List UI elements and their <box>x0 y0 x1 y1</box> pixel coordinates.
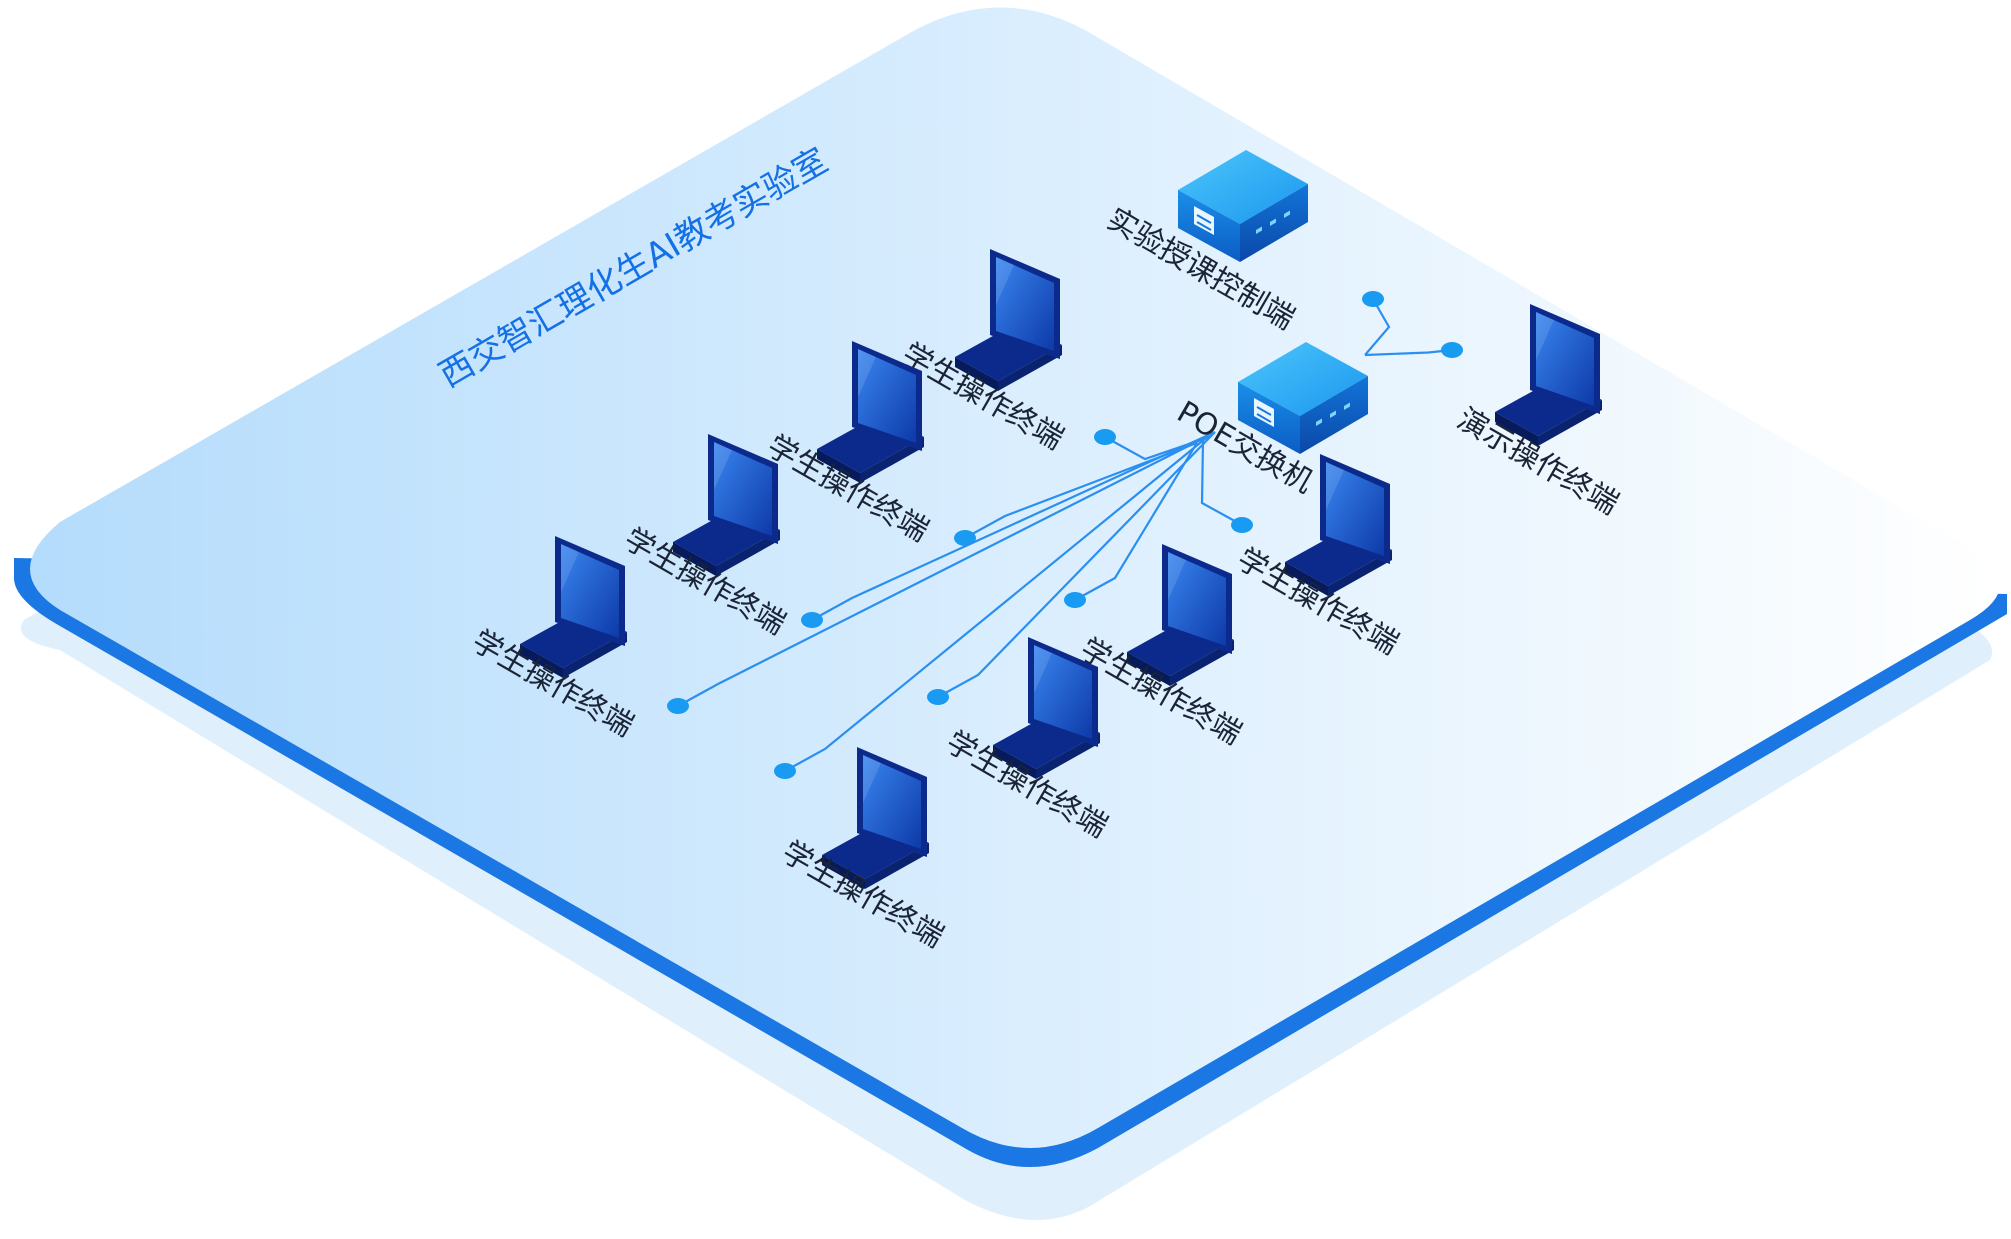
network-links <box>667 291 1463 779</box>
network-link <box>964 441 1198 539</box>
laptop-icon <box>955 249 1062 391</box>
network-link <box>1364 298 1391 356</box>
laptop-icon <box>673 434 780 576</box>
link-endpoint-dot <box>1064 592 1086 608</box>
link-endpoint-dot <box>801 612 823 628</box>
laptop-icon <box>520 536 627 678</box>
network-link <box>937 431 1216 698</box>
laptop-icon <box>1127 544 1234 686</box>
platform-surface <box>30 7 2000 1148</box>
link-endpoint-dot <box>667 698 689 714</box>
link-endpoint-dot <box>1362 291 1384 307</box>
link-endpoint-dot <box>774 763 796 779</box>
link-endpoint-dot <box>927 689 949 705</box>
network-link <box>1074 442 1198 601</box>
network-link <box>1200 439 1243 526</box>
laptop-icon <box>822 747 929 889</box>
laptop-icon <box>1285 454 1392 596</box>
link-endpoint-dot <box>1231 517 1253 533</box>
link-endpoint-dot <box>1094 429 1116 445</box>
platform <box>14 7 2007 1221</box>
network-link <box>784 434 1210 772</box>
link-endpoint-dot <box>1441 342 1463 358</box>
server-icon <box>1178 150 1308 262</box>
link-endpoint-dot <box>954 530 976 546</box>
network-link <box>811 430 1216 621</box>
network-link <box>677 434 1210 707</box>
laptop-icon <box>993 637 1100 779</box>
laptop-icon <box>817 341 924 483</box>
laptop-icon <box>1495 304 1602 446</box>
server-icon <box>1238 342 1368 454</box>
